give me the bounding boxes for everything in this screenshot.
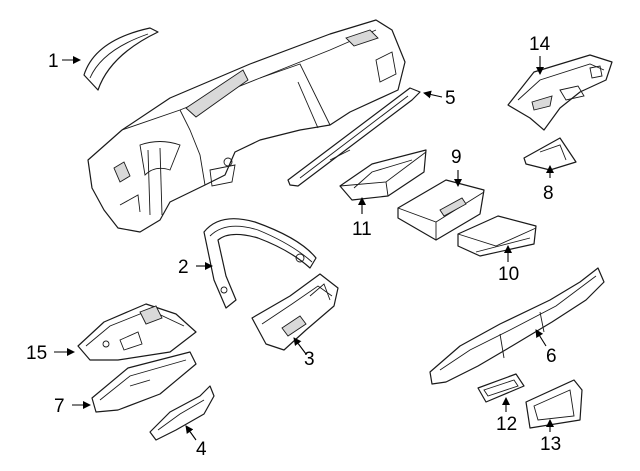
part-lid	[457, 215, 537, 257]
callout-10: 10	[498, 245, 519, 285]
svg-text:9: 9	[451, 147, 462, 168]
part-center-bracket	[251, 273, 339, 351]
callout-13: 13	[540, 419, 561, 455]
part-carrier-beam	[429, 267, 605, 385]
callout-2: 2	[178, 257, 213, 278]
part-arch-bracket	[203, 218, 317, 309]
svg-text:13: 13	[540, 434, 561, 455]
part-lower-left-panel	[77, 303, 197, 361]
callout-8: 8	[543, 165, 554, 204]
callout-6: 6	[535, 329, 557, 367]
callout-12: 12	[496, 397, 517, 435]
part-upper-trim-panel	[507, 54, 613, 131]
callout-14: 14	[529, 34, 551, 75]
callout-11: 11	[352, 197, 372, 240]
svg-text:10: 10	[498, 264, 519, 285]
svg-text:4: 4	[196, 439, 207, 460]
svg-text:6: 6	[546, 346, 557, 367]
callout-4: 4	[185, 425, 207, 460]
callout-5: 5	[423, 88, 456, 109]
svg-text:2: 2	[178, 257, 189, 278]
callout-7: 7	[54, 396, 91, 417]
part-vent-grille	[477, 373, 525, 403]
part-storage-tray	[339, 149, 427, 201]
svg-text:11: 11	[352, 219, 372, 240]
callout-15: 15	[26, 343, 75, 364]
svg-text:8: 8	[543, 183, 554, 204]
part-trim-strip	[287, 87, 421, 187]
part-bracket	[523, 137, 577, 171]
part-small-strip	[149, 385, 215, 441]
part-end-cover	[83, 27, 159, 91]
callout-9: 9	[451, 147, 462, 187]
svg-text:5: 5	[445, 88, 456, 109]
svg-text:3: 3	[304, 349, 315, 370]
svg-text:14: 14	[529, 34, 551, 55]
part-glove-box	[397, 179, 485, 241]
svg-text:7: 7	[54, 396, 65, 417]
part-vent-frame	[525, 379, 583, 429]
part-instrument-panel	[87, 19, 406, 233]
callout-3: 3	[293, 337, 315, 370]
svg-text:1: 1	[48, 51, 59, 72]
part-lower-trim	[91, 351, 197, 413]
callout-1: 1	[48, 51, 81, 72]
svg-text:15: 15	[26, 343, 47, 364]
svg-text:12: 12	[496, 414, 517, 435]
